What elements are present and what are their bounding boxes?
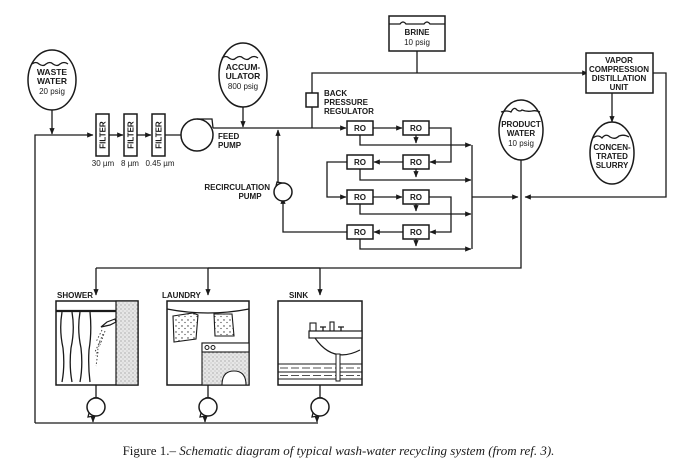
filter-size: 0.45 µm: [145, 159, 174, 168]
accumulator-pressure: 800 psig: [228, 82, 258, 91]
product-water-label: PRODUCT: [501, 120, 541, 129]
svg-text:RO: RO: [354, 124, 366, 133]
waste-water-label-2: WATER: [37, 76, 67, 86]
svg-text:RO: RO: [410, 124, 422, 133]
bpr-label-3: REGULATOR: [324, 107, 374, 116]
recirc-pump-label-2: PUMP: [238, 192, 262, 201]
pump-outlet-icon: [275, 181, 283, 187]
filter-label: FILTER: [127, 121, 136, 149]
filter-size: 8 µm: [121, 159, 139, 168]
sink-fixture: SINK: [277, 291, 363, 386]
feed-pump-label-2: PUMP: [218, 141, 242, 150]
brine-pressure: 10 psig: [404, 38, 430, 47]
svg-text:RO: RO: [354, 158, 366, 167]
bpr-label-2: PRESSURE: [324, 98, 369, 107]
vcd-label: VAPOR: [605, 56, 633, 65]
feed-pump: FEED PUMP: [180, 118, 242, 152]
water-spray-icon: [94, 329, 106, 367]
liquid-level-icon: [221, 55, 259, 61]
vcd-label-3: DISTILLATION: [592, 74, 647, 83]
product-water-pressure: 10 psig: [508, 139, 534, 148]
slurry-label: CONCEN-: [593, 143, 631, 152]
shower-label: SHOWER: [57, 291, 93, 300]
liquid-level-icon: [31, 61, 69, 67]
brine-label: BRINE: [405, 28, 431, 37]
faucet-icon: [338, 326, 344, 331]
product-water-label-2: WATER: [507, 129, 536, 138]
accumulator-label: ACCUM-: [226, 62, 261, 72]
brine-tank: BRINE 10 psig: [388, 15, 446, 52]
sink-label: SINK: [289, 291, 308, 300]
shower-wall: [115, 300, 139, 386]
liquid-level-icon: [500, 107, 541, 113]
accumulator-label-2: ULATOR: [226, 71, 261, 81]
liquid-level-icon: [592, 134, 630, 139]
shower-fixture: SHOWER: [55, 291, 139, 386]
filter-045um: FILTER 0.45 µm: [145, 113, 175, 168]
feed-pump-label: FEED: [218, 132, 240, 141]
pump-outlet-icon: [197, 118, 214, 129]
return-line: [34, 132, 94, 423]
slurry-label-2: TRATED: [596, 152, 628, 161]
waste-water-tank: WASTE WATER 20 psig: [27, 49, 77, 111]
cup-icon: [309, 322, 317, 332]
back-pressure-regulator: BACK PRESSURE REGULATOR: [305, 89, 374, 116]
filter-30um: FILTER 30 µm: [92, 113, 115, 168]
recirculation-pump: RECIRCULATION PUMP: [204, 181, 293, 202]
waste-water-label: WASTE: [37, 67, 68, 77]
sink-drain-pump: [310, 397, 330, 418]
slurry-label-3: SLURRY: [596, 161, 629, 170]
filter-label: FILTER: [99, 121, 108, 149]
laundry-drain-pump: [198, 397, 218, 418]
product-water-tank: PRODUCT WATER 10 psig: [498, 99, 544, 161]
faucet-icon: [320, 326, 326, 331]
bpr-label: BACK: [324, 89, 347, 98]
shower-curtain-icon: [60, 311, 92, 383]
svg-text:RO: RO: [354, 193, 366, 202]
hanging-cloth-icon: [213, 313, 235, 337]
vcd-label-4: UNIT: [610, 83, 629, 92]
drain-pipe-icon: [335, 353, 341, 382]
accumulator-tank: ACCUM- ULATOR 800 psig: [218, 42, 268, 108]
laundry-fixture: LAUNDRY: [162, 291, 250, 386]
figure-number: Figure 1.–: [122, 443, 180, 458]
laundry-label: LAUNDRY: [162, 291, 201, 300]
svg-text:RO: RO: [354, 228, 366, 237]
ro-array: RO RO RO RO RO RO RO RO: [280, 120, 473, 252]
concentrated-slurry-tank: CONCEN- TRATED SLURRY: [589, 121, 635, 185]
svg-text:RO: RO: [410, 158, 422, 167]
shower-drain-pump: [86, 397, 106, 418]
filter-8um: FILTER 8 µm: [121, 113, 139, 168]
brine-line: [311, 70, 589, 128]
filter-label: FILTER: [155, 121, 164, 149]
hanging-cloth-icon: [172, 312, 199, 343]
figure-caption: Figure 1.– Schematic diagram of typical …: [0, 443, 677, 459]
recirc-pump-label: RECIRCULATION: [204, 183, 270, 192]
shower-head-icon: [100, 318, 117, 328]
filter-size: 30 µm: [92, 159, 115, 168]
svg-text:RO: RO: [410, 193, 422, 202]
clothesline: [166, 308, 250, 314]
sink-basin-icon: [308, 330, 363, 339]
svg-text:RO: RO: [410, 228, 422, 237]
caption-text: Schematic diagram of typical wash-water …: [179, 443, 555, 458]
vapor-compression-unit: VAPOR COMPRESSION DISTILLATION UNIT: [585, 52, 654, 94]
liquid-level-icon: [389, 21, 445, 25]
distillate-return-line: [524, 72, 667, 200]
waste-water-pressure: 20 psig: [39, 87, 65, 96]
vcd-label-2: COMPRESSION: [589, 65, 649, 74]
